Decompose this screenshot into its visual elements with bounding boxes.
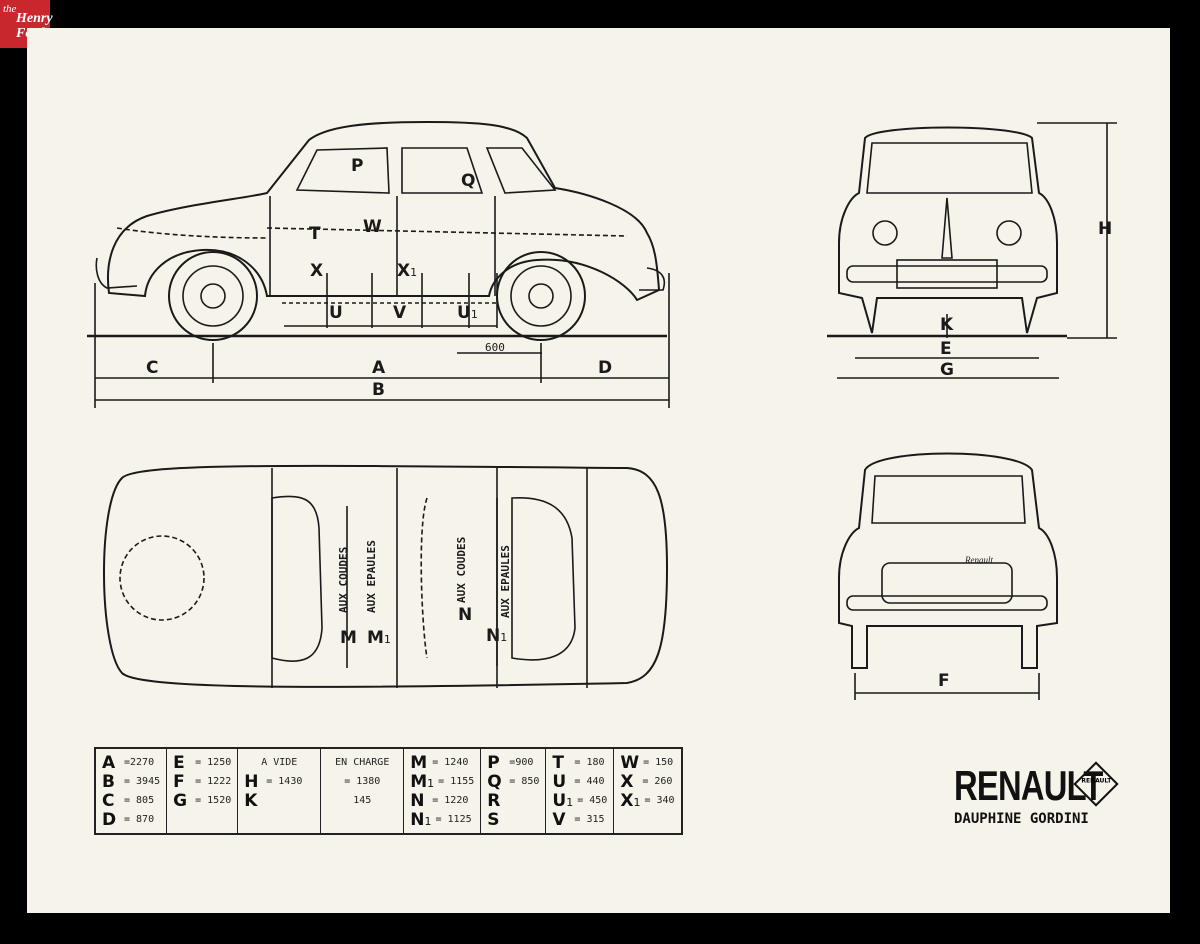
dim-label-x: X — [310, 261, 324, 281]
logo-the: the — [3, 3, 17, 15]
henry-ford-logo: the Henry Ford — [0, 0, 53, 48]
dim-label-f: F — [938, 671, 950, 691]
dim-label-n: N — [458, 605, 473, 625]
dim-600: 600 — [485, 341, 505, 354]
spec-table: A=2270 B= 3945 C= 805 D= 870 E= 1250 F= … — [94, 747, 683, 835]
blueprint-sheet: P Q T W X X1 U V U1 600 C A D B H K E G … — [27, 28, 1170, 913]
renault-wordmark: RENAULT — [954, 762, 1103, 809]
dim-label-a: A — [372, 358, 386, 378]
dim-label-c: C — [146, 358, 159, 378]
rear-renault-script: Renault — [965, 555, 993, 565]
text-aux-coudes-1: AUX COUDES — [337, 546, 350, 613]
dim-label-g: G — [940, 360, 954, 380]
dim-label-x1: X1 — [397, 261, 418, 281]
dim-label-d: D — [598, 358, 613, 378]
dim-label-u1: U1 — [457, 303, 478, 323]
spec-col-8: W= 150 X= 260 X1= 340 — [613, 748, 682, 834]
spec-col-5: M= 1240 M1= 1155 N= 1220 N1= 1125 — [403, 748, 481, 834]
dim-label-q: Q — [461, 171, 476, 191]
spec-col-4: EN CHARGE = 1380 145 — [320, 748, 404, 834]
spec-col-1: A=2270 B= 3945 C= 805 D= 870 — [102, 752, 161, 830]
text-aux-coudes-2: AUX COUDES — [455, 536, 468, 603]
dim-label-b: B — [372, 380, 385, 400]
dim-label-v: V — [393, 303, 407, 323]
dim-label-n1: N1 — [486, 626, 508, 646]
dim-label-p: P — [351, 156, 364, 176]
rear-view-car — [838, 452, 1058, 700]
dim-label-u: U — [329, 303, 343, 323]
logo-henry: Henry — [16, 11, 53, 26]
text-aux-epaules-1: AUX EPAULES — [365, 540, 378, 613]
dim-label-e: E — [940, 339, 952, 359]
model-name: DAUPHINE GORDINI — [954, 811, 1089, 827]
top-view-car — [103, 464, 669, 688]
dim-label-w: W — [363, 217, 382, 237]
spec-col-6: P=900 Q= 850 R S — [480, 748, 546, 834]
spec-col-7: T= 180 U= 440 U1= 450 V= 315 — [545, 748, 614, 834]
dim-label-h: H — [1098, 219, 1113, 239]
dim-label-t: T — [309, 224, 321, 244]
dim-label-m1: M1 — [367, 628, 391, 648]
dim-label-m: M — [340, 628, 357, 648]
text-aux-epaules-2: AUX EPAULES — [499, 545, 512, 618]
spec-col-2: E= 1250 F= 1222 G= 1520 — [166, 748, 238, 834]
front-view-car — [827, 122, 1117, 379]
dim-label-k: K — [940, 315, 954, 335]
blueprint-drawing — [87, 120, 1117, 700]
side-view-car — [87, 120, 670, 408]
spec-col-3: A VIDE H= 1430 K — [237, 748, 321, 834]
